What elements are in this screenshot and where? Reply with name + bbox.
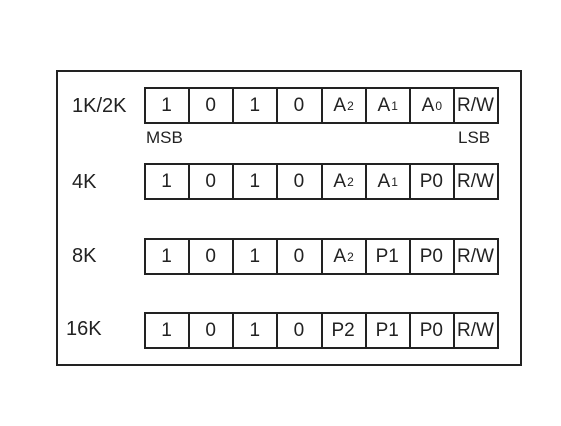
row-label-4k: 4K (72, 171, 97, 193)
bit-cell: P0 (408, 314, 453, 347)
bit-cell: 0 (188, 314, 232, 347)
bit-cell: 0 (276, 165, 320, 198)
bit-cell: P0 (408, 240, 453, 273)
bit-cell: 1 (232, 165, 276, 198)
bit-cell: 1 (232, 240, 276, 273)
address-bits-16k: 1 0 1 0 P2 P1 P0 R/W (144, 312, 499, 349)
bit-cell-rw: R/W (452, 240, 497, 273)
bit-cell: 1 (232, 89, 276, 122)
bit-cell: 0 (188, 165, 232, 198)
row-label-16k: 16K (66, 318, 102, 340)
bit-cell: P1 (364, 314, 409, 347)
lsb-note: LSB (458, 128, 491, 147)
bit-cell: 1 (161, 95, 172, 116)
device-address-diagram (56, 70, 522, 366)
bit-cell: 1 (161, 171, 172, 192)
row-label-1k-2k: 1K/2K (72, 95, 127, 117)
msb-note: MSB (146, 128, 183, 147)
bit-cell: P2 (320, 314, 365, 347)
bit-cell: P0 (408, 165, 453, 198)
bit-cell: 1 (161, 246, 172, 267)
bit-cell: 0 (188, 89, 232, 122)
bit-cell: 0 (276, 89, 320, 122)
bit-cell-rw: R/W (452, 89, 497, 122)
bit-cell: 1 (161, 320, 172, 341)
row-label-8k: 8K (72, 245, 97, 267)
bit-cell-rw: R/W (452, 165, 497, 198)
bit-cell: 1 (232, 314, 276, 347)
bit-cell-rw: R/W (452, 314, 497, 347)
bit-cell: 0 (276, 314, 320, 347)
bit-cell: P1 (364, 240, 409, 273)
bit-cell: 0 (276, 240, 320, 273)
bit-cell: 0 (188, 240, 232, 273)
